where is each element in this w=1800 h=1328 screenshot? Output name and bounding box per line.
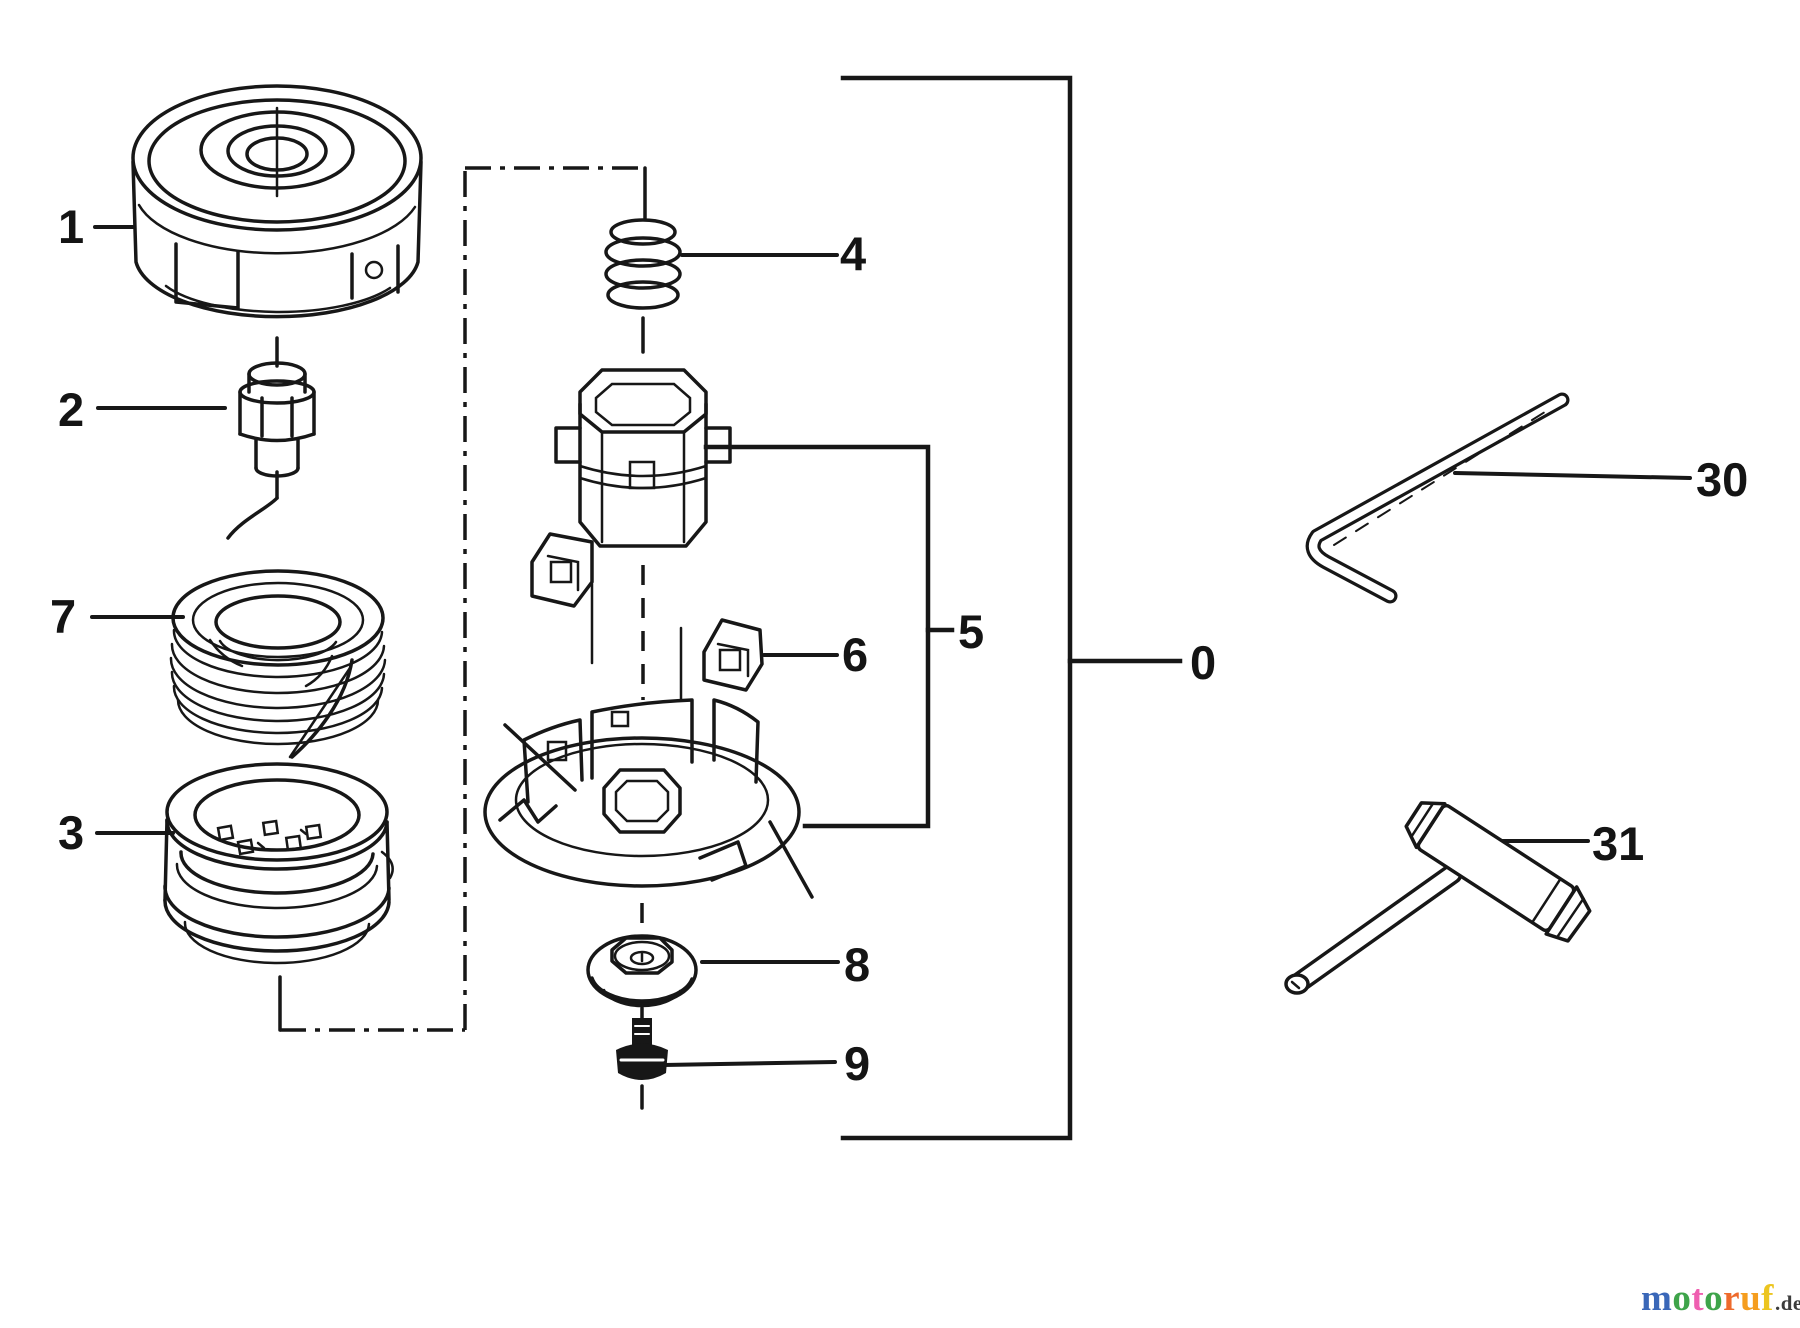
bracket-assembly-0 [840, 75, 1183, 1141]
part-label-2: 2 [58, 383, 84, 436]
part-label-7: 7 [50, 590, 76, 643]
part-label-1: 1 [58, 200, 84, 253]
leader-lines [90, 225, 1692, 1067]
brand-letter: r [1723, 1278, 1741, 1319]
brand-letter: o [1672, 1278, 1692, 1319]
part-label-31: 31 [1592, 817, 1644, 870]
part-label-4: 4 [840, 227, 866, 280]
part-5-inner-housing-drawing [554, 368, 732, 548]
part-4-spring-drawing [604, 218, 682, 310]
part-2-bolt-drawing [238, 361, 316, 478]
part-5-outer-housing-drawing [483, 698, 814, 899]
part-7-line-coil-drawing [169, 496, 387, 759]
centerline-left-column [275, 106, 645, 1032]
tool-30-hex-key-drawing [1305, 392, 1570, 604]
part-label-8: 8 [844, 938, 870, 991]
brand-suffix: .de [1775, 1291, 1800, 1315]
part-label-3: 3 [58, 806, 84, 859]
centerline-center-column [640, 166, 647, 1110]
part-1-cover-drawing [131, 84, 423, 319]
brand-letter: t [1691, 1278, 1705, 1319]
brand-letter: o [1704, 1278, 1724, 1319]
tool-31-socket-wrench-drawing [1284, 801, 1592, 995]
part-label-9: 9 [844, 1037, 870, 1090]
brand-letter: u [1740, 1278, 1762, 1319]
part-3-spool-drawing [163, 666, 394, 965]
part-number-labels: 1 2 7 3 4 6 5 0 8 9 30 31 [50, 200, 1748, 1090]
part-label-0: 0 [1190, 636, 1216, 689]
brand-letter: m [1641, 1278, 1673, 1319]
part-8-cap-drawing [586, 934, 698, 1008]
part-9-screw-drawing [616, 1018, 668, 1080]
part-6-clip-drawing [679, 618, 764, 702]
part-label-30: 30 [1696, 453, 1748, 506]
part-label-5: 5 [958, 605, 984, 658]
part-5-clip-left-drawing [530, 532, 594, 665]
part-label-6: 6 [842, 628, 868, 681]
brand-letter: f [1761, 1278, 1774, 1319]
bracket-part-5 [703, 444, 955, 829]
motoruf-watermark-logo: m o t o r u f .de [1641, 1280, 1800, 1317]
